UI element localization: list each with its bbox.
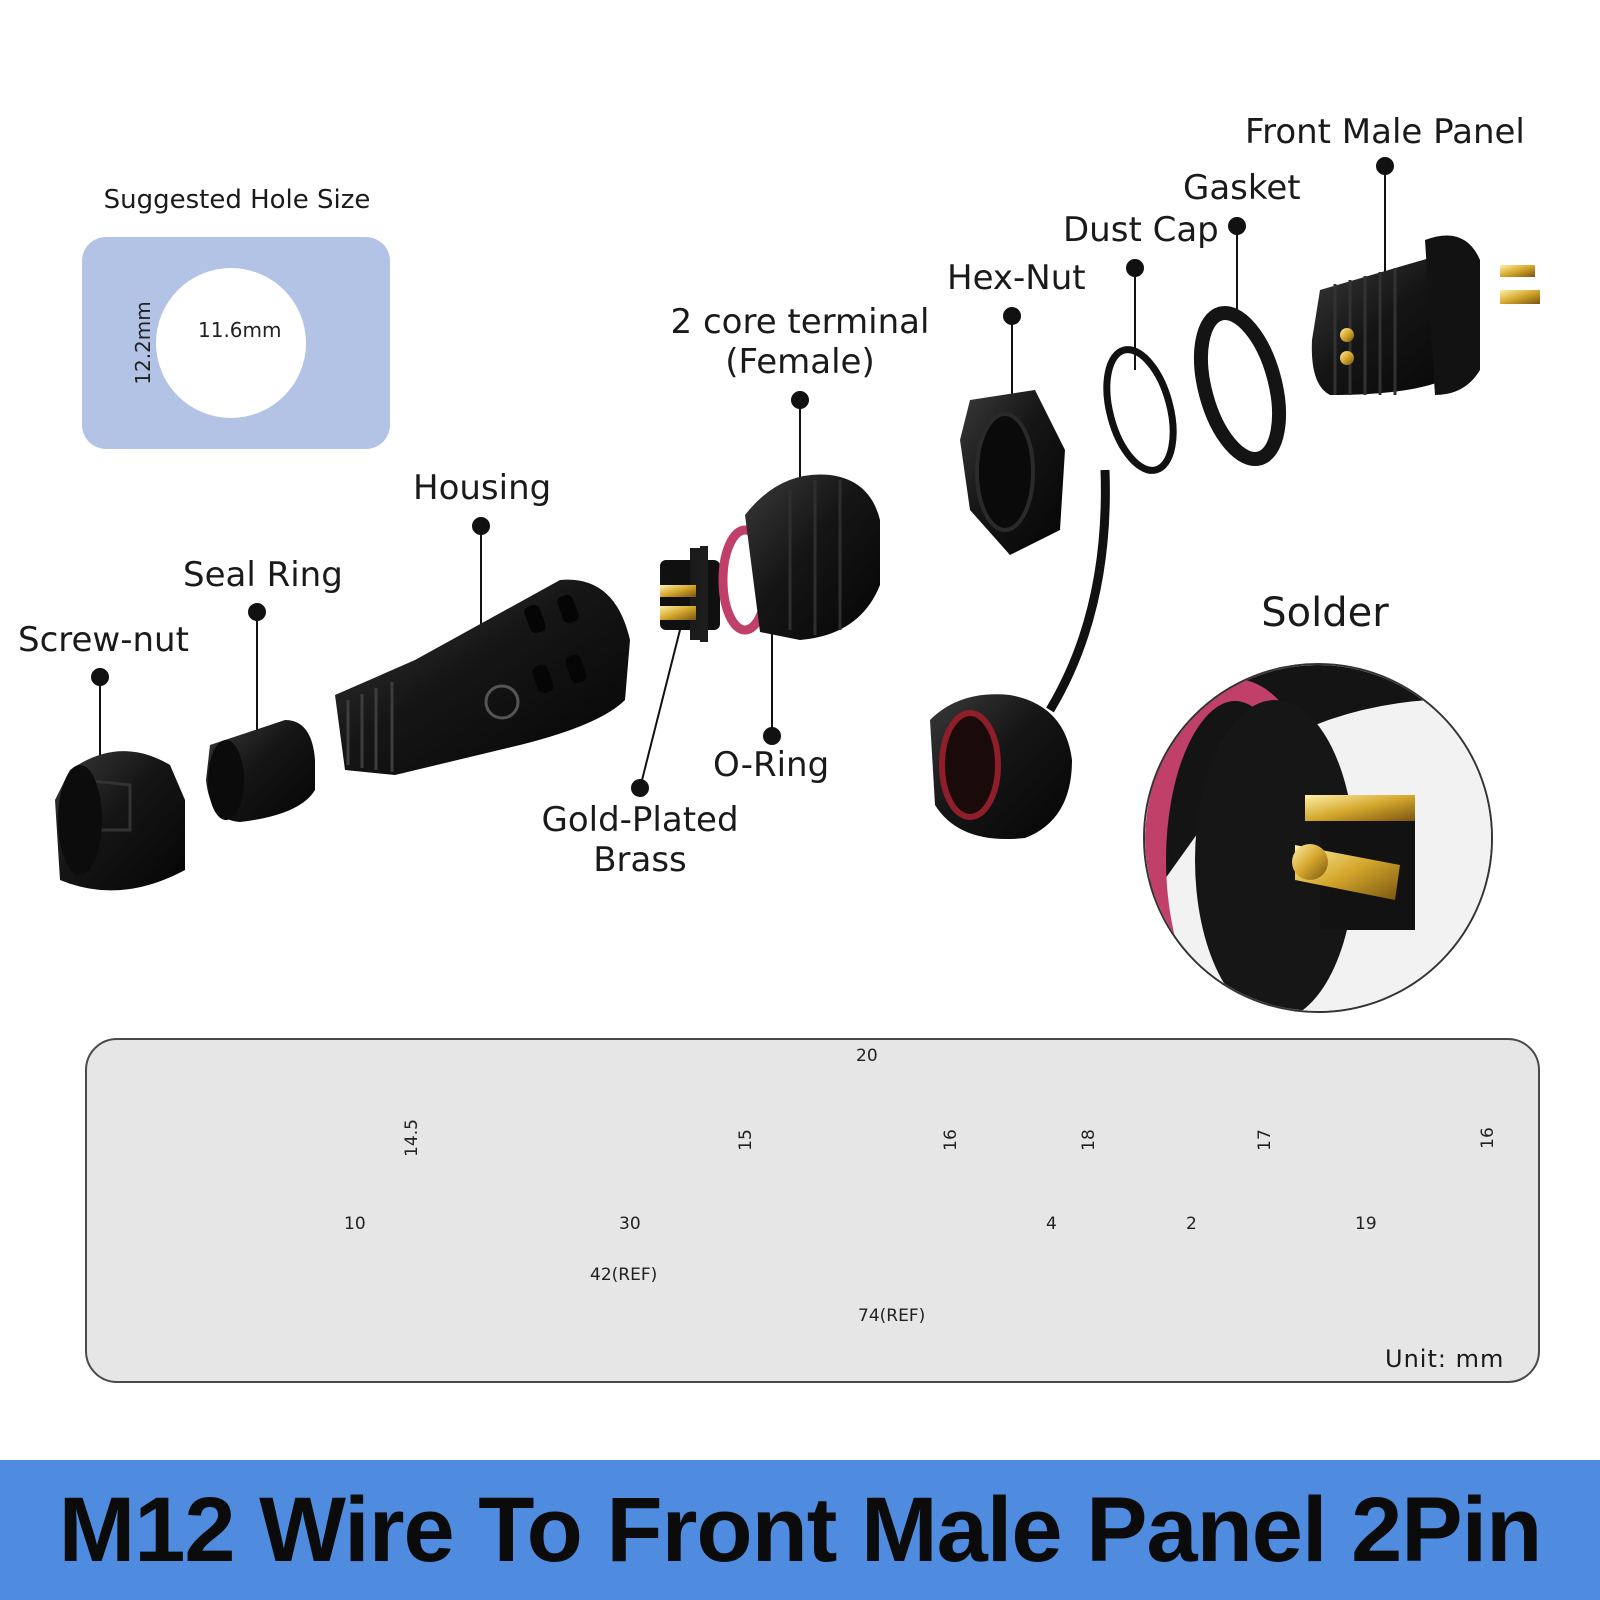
label-gold-line1: Gold-Plated (541, 800, 739, 840)
label-hex-nut: Hex-Nut (947, 258, 1086, 298)
dim-ref-74: 74(REF) (858, 1306, 926, 1326)
front-male-panel-part (1311, 235, 1540, 395)
housing-part (335, 579, 630, 775)
label-housing: Housing (413, 468, 552, 508)
dim-housing-height: 15 (735, 1129, 756, 1151)
dim-panel-height: 16 (1477, 1127, 1498, 1149)
hole-circle (156, 268, 306, 418)
dim-screw-nut-width: 10 (344, 1214, 366, 1234)
unit-label: Unit: mm (1385, 1345, 1505, 1373)
label-o-ring: O-Ring (713, 745, 830, 785)
label-terminal: 2 core terminal (Female) (660, 302, 940, 382)
dim-terminal-height: 16 (940, 1129, 961, 1151)
gasket-part (1194, 305, 1286, 467)
terminal-part (660, 474, 880, 642)
screw-nut-part (55, 751, 185, 891)
label-front-male-panel: Front Male Panel (1245, 112, 1525, 152)
dim-ref-42: 42(REF) (590, 1265, 658, 1285)
label-seal-ring: Seal Ring (183, 555, 343, 595)
solder-title: Solder (1261, 590, 1389, 636)
label-dust-cap: Dust Cap (1063, 210, 1219, 250)
label-screw-nut: Screw-nut (18, 620, 189, 660)
product-title: M12 Wire To Front Male Panel 2Pin (58, 1479, 1543, 1581)
seal-ring-part (206, 720, 315, 822)
leader-lines (91, 157, 1394, 797)
dim-gasket-height: 17 (1254, 1129, 1275, 1151)
hex-nut-part (960, 390, 1065, 555)
dim-gasket-width: 2 (1186, 1214, 1197, 1234)
dim-panel-width: 19 (1355, 1214, 1377, 1234)
label-terminal-line2: (Female) (725, 342, 875, 382)
hole-height-label: 12.2mm (130, 301, 155, 385)
hole-width-label: 11.6mm (198, 318, 282, 342)
dust-cap-part (930, 346, 1177, 840)
label-terminal-line1: 2 core terminal (670, 302, 930, 342)
dim-housing-width: 30 (619, 1214, 641, 1234)
label-gasket: Gasket (1183, 168, 1301, 208)
title-banner (0, 1460, 1600, 1600)
label-gold-line2: Brass (593, 840, 687, 880)
hole-size-title: Suggested Hole Size (103, 185, 371, 215)
dim-hex-nut-height: 18 (1078, 1129, 1099, 1151)
dimension-panel (85, 1038, 1540, 1383)
solder-detail (1143, 663, 1493, 1013)
dim-screw-nut-height: 14.5 (401, 1119, 422, 1157)
dim-hex-nut-width: 4 (1046, 1214, 1057, 1234)
label-gold-plated-brass: Gold-Plated Brass (520, 800, 760, 880)
dim-terminal-width: 20 (856, 1046, 878, 1066)
